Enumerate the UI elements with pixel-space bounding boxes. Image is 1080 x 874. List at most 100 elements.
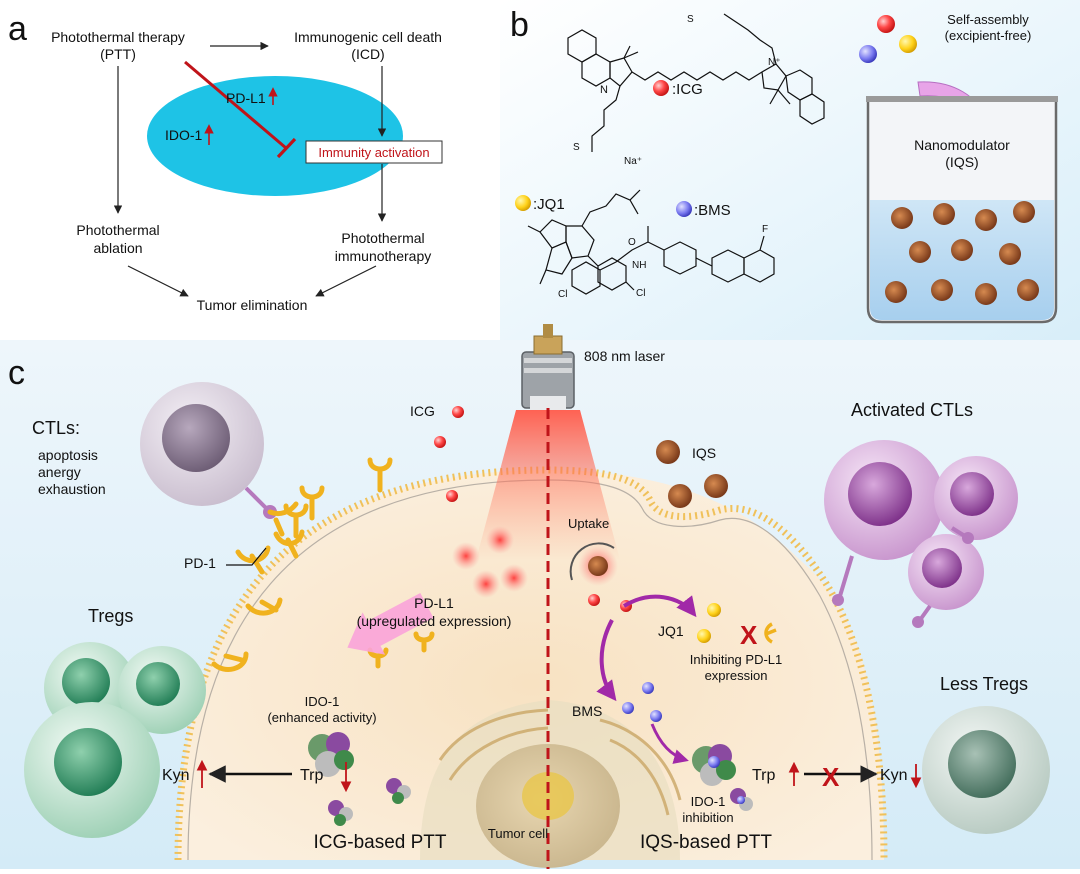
uptake-vesicle-arc <box>569 542 615 581</box>
activated-ctls-label: Activated CTLs <box>851 400 973 420</box>
jq1-structure <box>527 189 641 291</box>
bms-ball-c-1 <box>622 702 634 714</box>
ido-protein-left-small-2 <box>328 800 353 826</box>
icg-glow-3 <box>472 570 500 598</box>
uptake-particle <box>588 556 608 576</box>
red-inhibition-line <box>184 60 287 150</box>
pdl1-small-icon <box>764 622 777 644</box>
red-x-pdl1: X <box>740 620 758 650</box>
icg-glow-1 <box>452 542 480 570</box>
ctls-line3: exhaustion <box>38 481 106 497</box>
bms-ball <box>676 201 692 217</box>
ido-enhanced-line1: IDO-1 <box>305 694 340 709</box>
ctls-line2: anergy <box>38 464 81 480</box>
assembly-yellow-ball <box>899 35 917 53</box>
uptake-label: Uptake <box>568 516 609 531</box>
cell-membrane-outer <box>174 466 888 861</box>
icd-label-line1: Immunogenic cell death <box>294 29 442 45</box>
ido-protein-right <box>692 744 736 786</box>
ido-protein-right-small <box>730 788 753 811</box>
iqs-label-c: IQS <box>692 445 716 461</box>
pd1-label: PD-1 <box>184 555 216 571</box>
ablation-label-line2: ablation <box>93 240 142 256</box>
laser-label: 808 nm laser <box>584 348 665 364</box>
activated-ctl-cells <box>824 440 1018 628</box>
immunity-activation-box <box>305 140 443 164</box>
ido-protein-left <box>308 732 354 777</box>
pdl1-label: PD-L1 <box>226 90 266 106</box>
nanomodulator-line2: (IQS) <box>945 154 978 170</box>
assembly-blue-ball <box>859 45 877 63</box>
cyan-ellipse <box>147 76 403 196</box>
svg-text:S: S <box>687 14 694 25</box>
bms-cl: Cl <box>558 289 567 300</box>
bms-ball-c-2 <box>642 682 654 694</box>
svg-text:N: N <box>600 84 608 96</box>
nanomodulator-line1: Nanomodulator <box>914 137 1010 153</box>
panel-a: a Photothermal therapy (PTT) Immunogenic… <box>8 10 443 313</box>
trp-left-label: Trp <box>300 767 324 784</box>
iqs-particle-3 <box>704 474 728 498</box>
inhibit-pdl1-line1: Inhibiting PD-L1 <box>690 652 783 667</box>
icg-ball-outside-1 <box>452 406 464 418</box>
trp-right-label: Trp <box>752 767 776 784</box>
icg-ball <box>653 80 669 96</box>
tumor-elimination-label: Tumor elimination <box>197 297 308 313</box>
ablation-label-line1: Photothermal <box>76 222 159 238</box>
icg-ball-outside-2 <box>434 436 446 448</box>
ido-enhanced-line2: (enhanced activity) <box>267 710 376 725</box>
self-assembly-line2: (excipient-free) <box>945 28 1032 43</box>
assembly-red-ball <box>877 15 895 33</box>
svg-text:S: S <box>573 142 580 153</box>
endoplasmic-reticulum <box>438 708 682 816</box>
ctls-line1: apoptosis <box>38 447 98 463</box>
bms-label-c: BMS <box>572 703 602 719</box>
na-plus-label: Na⁺ <box>624 156 642 167</box>
bms-nh: NH <box>632 260 646 271</box>
inhibit-pdl1-line2: expression <box>705 668 768 683</box>
bms-structure <box>571 226 775 295</box>
treg-cells-left <box>24 642 206 838</box>
less-tregs-label: Less Tregs <box>940 674 1028 694</box>
panel-b: b N S S N⁺ Na⁺ :ICG <box>510 6 1058 324</box>
tregs-label: Tregs <box>88 606 133 626</box>
icd-label-line2: (ICD) <box>351 46 384 62</box>
kyn-right-label: Kyn <box>880 767 908 784</box>
jq1-structure-label: :JQ1 <box>533 196 565 213</box>
iqs-particle-2 <box>668 484 692 508</box>
red-inhibition-bar <box>276 137 297 159</box>
ptt-label-line1: Photothermal therapy <box>51 29 185 45</box>
jq1-ball-c-1 <box>707 603 721 617</box>
icg-ball-inside-1 <box>446 490 458 502</box>
pdl1-upregulated-line2: (upregulated expression) <box>357 613 512 629</box>
pd1-pdl1-bound <box>267 501 299 537</box>
iqs-nanoparticles-beaker <box>885 201 1039 305</box>
arrow-to-jq1 <box>622 594 697 618</box>
kyn-left-label: Kyn <box>162 767 190 784</box>
panel-label-b: b <box>510 6 529 44</box>
panel-c: c 808 nm laser ICG <box>8 324 1050 869</box>
n-plus-label: N⁺ <box>768 57 781 68</box>
laser-device-icon <box>521 324 575 410</box>
ptt-label-line2: (PTT) <box>100 46 136 62</box>
tumor-cell-label: Tumor cell <box>488 826 548 841</box>
iqs-ptt-label: IQS-based PTT <box>640 832 772 853</box>
arrow-bms-to-ido <box>650 723 689 764</box>
bms-ball-c-3 <box>650 710 662 722</box>
bms-structure-label: :BMS <box>694 202 731 219</box>
ido-inhibition-line2: inhibition <box>682 810 733 825</box>
panel-label-c: c <box>8 354 25 392</box>
icg-glow-2 <box>486 526 514 554</box>
jq1-label-c: JQ1 <box>658 623 684 639</box>
pdl1-receptors <box>211 457 435 672</box>
less-treg-cell <box>922 706 1050 834</box>
jq1-ball-c-2 <box>697 629 711 643</box>
panel-label-a: a <box>8 10 27 48</box>
self-assembly-line1: Self-assembly <box>947 12 1029 27</box>
arrow-ablation-to-elimination <box>127 265 189 297</box>
ctls-title: CTLs: <box>32 418 80 438</box>
cell-membrane-inner <box>187 479 873 861</box>
red-x-kyn: X <box>822 762 840 792</box>
